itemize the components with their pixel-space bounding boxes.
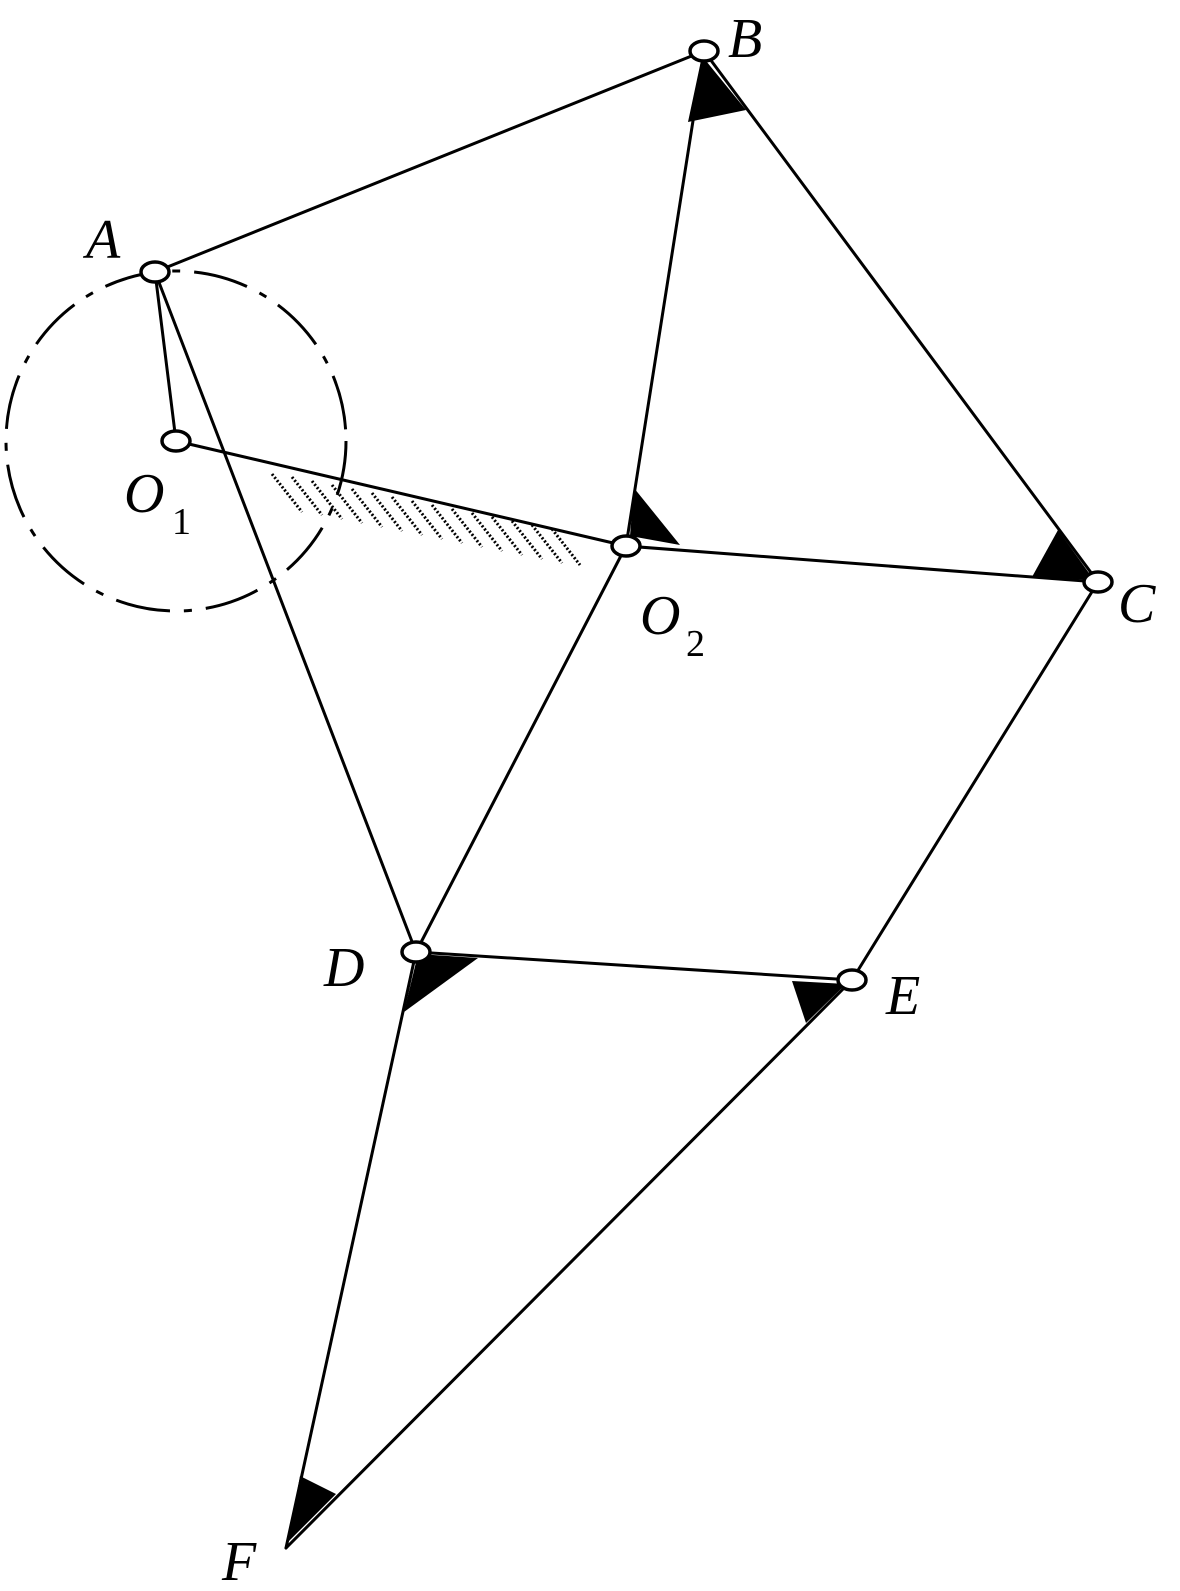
joint-c: [1082, 570, 1114, 594]
link-d-e: [414, 950, 854, 982]
label-o2-subscript: 2: [686, 623, 705, 665]
link-b-c: [702, 49, 1100, 584]
link-a-b: [153, 49, 706, 274]
label-o1-subscript: 1: [172, 501, 191, 543]
weld-mark-o2: [630, 488, 680, 545]
link-o2-d: [414, 544, 628, 954]
label-f: F: [221, 1531, 257, 1591]
label-o2: O: [640, 585, 680, 647]
label-d: D: [323, 937, 364, 999]
link-d-f: [284, 950, 418, 1550]
joint-o2: [610, 534, 642, 558]
link-c-e: [850, 580, 1100, 982]
weld-mark-e: [792, 981, 846, 1023]
crank-circle: [4, 269, 348, 613]
link-a-d: [153, 270, 418, 954]
ground-hatch: [270, 473, 582, 566]
link-b-o2: [624, 49, 706, 548]
label-o1: O: [124, 463, 164, 525]
link-e-f: [284, 978, 854, 1550]
joint-o1: [160, 429, 192, 453]
link-o1-a: [153, 270, 178, 443]
weld-mark-f: [288, 1476, 336, 1542]
label-c: C: [1118, 573, 1156, 635]
joint-e: [836, 968, 868, 992]
label-e: E: [885, 965, 920, 1027]
label-a: A: [82, 209, 121, 271]
joint-a: [139, 260, 171, 284]
weld-mark-c: [1032, 530, 1094, 580]
label-b: B: [728, 8, 762, 70]
joint-d: [400, 940, 432, 964]
joint-b: [688, 39, 720, 63]
link-o2-c: [624, 544, 1100, 584]
weld-mark-b: [688, 56, 746, 122]
weld-mark-d: [404, 954, 478, 1012]
frame-o1-o2: [175, 439, 627, 548]
